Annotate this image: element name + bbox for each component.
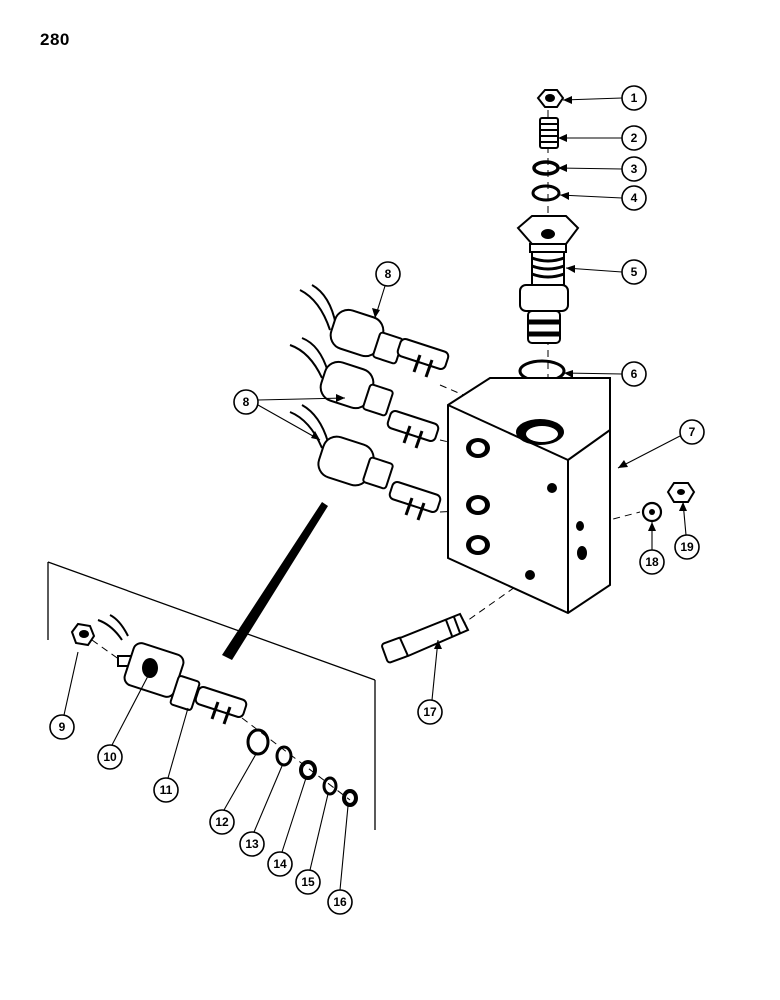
callout-15-label: 15 xyxy=(301,875,315,889)
callout-10: 10 xyxy=(97,744,123,770)
callout-10-label: 10 xyxy=(103,750,117,764)
callout-14-label: 14 xyxy=(273,857,287,871)
callout-9: 9 xyxy=(49,714,75,740)
threaded-sleeve-part-2 xyxy=(539,117,559,149)
detail-inset-panel xyxy=(47,502,376,830)
relief-valve-cartridge-part-5 xyxy=(516,215,580,344)
callout-5: 5 xyxy=(621,259,647,285)
callout-11: 11 xyxy=(153,777,179,803)
callout-18: 18 xyxy=(639,549,665,575)
callout-14: 14 xyxy=(267,851,293,877)
callout-17: 17 xyxy=(417,699,443,725)
valve-block-part-7 xyxy=(447,377,611,615)
callout-8-left-label: 8 xyxy=(243,395,250,409)
seal-ring-part-14 xyxy=(299,760,317,780)
callout-19: 19 xyxy=(674,534,700,560)
callout-7: 7 xyxy=(679,419,705,445)
callout-2: 2 xyxy=(621,125,647,151)
seal-ring-part-16 xyxy=(342,789,358,807)
leader-lines xyxy=(63,97,687,891)
callout-4: 4 xyxy=(621,185,647,211)
callout-12-label: 12 xyxy=(215,815,229,829)
bolt-part-17 xyxy=(381,612,470,664)
solenoid-cartridge-part-8-middle xyxy=(289,337,440,449)
small-washer-part-3 xyxy=(532,160,560,176)
callout-8-top: 8 xyxy=(375,261,401,287)
callout-6: 6 xyxy=(621,361,647,387)
callout-9-label: 9 xyxy=(59,720,66,734)
solenoid-cartridge-part-8-bottom xyxy=(289,404,442,521)
callout-16-label: 16 xyxy=(333,895,347,909)
seal-ring-part-15 xyxy=(322,776,338,796)
solenoid-cartridge-part-8-top xyxy=(299,284,450,378)
callout-8-left: 8 xyxy=(233,389,259,415)
hex-nut-part-19 xyxy=(666,482,696,503)
solenoid-coil-part-10 xyxy=(97,614,185,698)
callout-6-label: 6 xyxy=(631,367,638,381)
callout-1: 1 xyxy=(621,85,647,111)
ring-part-4 xyxy=(531,184,561,202)
page-number: 280 xyxy=(40,30,70,49)
callout-15: 15 xyxy=(295,869,321,895)
callout-8-top-label: 8 xyxy=(385,267,392,281)
callout-11-label: 11 xyxy=(160,783,173,797)
callout-13-label: 13 xyxy=(245,837,259,851)
callout-3: 3 xyxy=(621,156,647,182)
callout-4-label: 4 xyxy=(631,191,638,205)
callout-17-label: 17 xyxy=(423,705,437,719)
solenoid-valve-part-11 xyxy=(169,675,248,725)
leader-arrowheads xyxy=(311,96,687,649)
callout-12: 12 xyxy=(209,809,235,835)
hex-nut-part-1 xyxy=(536,89,565,108)
callout-5-label: 5 xyxy=(631,265,638,279)
washer-part-18 xyxy=(641,501,663,523)
callout-3-label: 3 xyxy=(631,162,638,176)
callout-13: 13 xyxy=(239,831,265,857)
seal-ring-part-13 xyxy=(275,745,293,767)
seal-ring-part-12 xyxy=(246,728,270,756)
callout-19-label: 19 xyxy=(680,540,694,554)
callout-18-label: 18 xyxy=(645,555,659,569)
callout-16: 16 xyxy=(327,889,353,915)
callout-7-label: 7 xyxy=(689,425,696,439)
nut-part-9 xyxy=(70,622,96,647)
callout-2-label: 2 xyxy=(631,131,638,145)
callout-1-label: 1 xyxy=(631,91,638,105)
